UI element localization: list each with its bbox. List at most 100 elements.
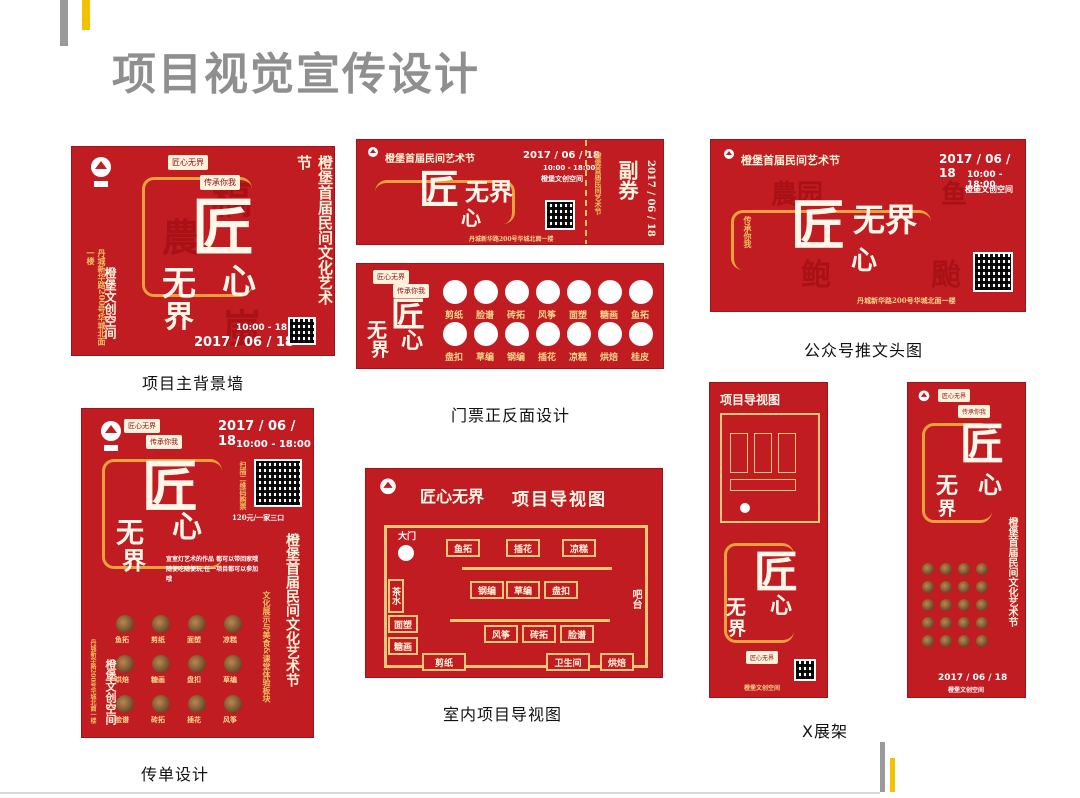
project-label: 插花 <box>187 715 201 724</box>
map-room-label: 草编 <box>506 581 540 599</box>
project-thumbnail-icon <box>940 563 952 575</box>
caption-flyer: 传单设计 <box>141 765 210 784</box>
entrance-marker-icon <box>398 545 414 561</box>
brand-glyph: 无 <box>116 516 145 549</box>
brand-glyph: 无界 <box>465 177 513 206</box>
stamp-circle <box>505 322 529 346</box>
brand-glyph: 界 <box>938 499 956 520</box>
map-room-label: 凉糕 <box>562 539 596 557</box>
project-thumbnail-icon <box>922 599 934 611</box>
project-thumbnail-icon <box>922 581 934 593</box>
brand-glyph: 界 <box>164 300 194 335</box>
project-thumbnail-icon <box>224 615 242 633</box>
project-thumbnail-icon <box>116 615 134 633</box>
map-title: 项目导视图 <box>512 490 607 510</box>
project-thumbnail-icon <box>976 617 988 629</box>
stamp-circle <box>505 280 529 304</box>
page-title: 项目视觉宣传设计 <box>112 49 480 100</box>
map-room-label: 面塑 <box>388 615 418 633</box>
brand-glyph: 心 <box>978 470 1002 499</box>
badge-label: 匠心无界 <box>168 155 208 170</box>
logo-icon <box>918 390 930 402</box>
qr-code-icon <box>794 659 816 681</box>
project-thumbnail-icon <box>958 581 970 593</box>
logo-icon <box>368 147 378 157</box>
venue-vertical-text: 橙堡文创空间 <box>103 267 117 339</box>
brand-glyph-large: 匠 <box>960 419 1004 470</box>
decorative-line <box>375 180 515 224</box>
stamp-circle <box>629 280 653 304</box>
stamp-label: 桂皮 <box>631 353 650 363</box>
badge-label: 匠心无界 <box>124 419 160 433</box>
address-text: 丹城新华路200号华城北面一楼 <box>857 296 956 305</box>
map-room-label: 烘焙 <box>600 653 634 671</box>
festival-horizontal-text: 橙堡首届民间艺术节 <box>741 154 840 167</box>
address-vertical-text: 丹城新华路200号华城北面一楼 <box>89 639 96 724</box>
venue-text: 橙堡文创空间 <box>744 685 781 692</box>
brand-glyph: 心 <box>222 262 256 302</box>
project-thumbnail-icon <box>940 599 952 611</box>
brand-glyph: 心 <box>172 510 202 545</box>
project-thumbnail-icon <box>188 655 206 673</box>
project-label: 风筝 <box>223 715 237 724</box>
logo-icon <box>380 478 396 495</box>
project-thumbnail-icon <box>922 563 934 575</box>
project-thumbnail-icon <box>922 617 934 629</box>
project-thumbnail-icon <box>958 617 970 629</box>
map-room-block <box>754 433 772 473</box>
project-thumbnail-icon <box>152 655 170 673</box>
project-label: 脸谱 <box>115 715 129 724</box>
stamp-label: 草编 <box>476 353 495 363</box>
address-vertical-text: 丹城新华路200号华城北面一楼 <box>86 249 107 346</box>
brand-glyph: 界 <box>728 619 746 640</box>
stamp-circle <box>443 322 467 346</box>
map-wall <box>462 567 612 570</box>
stamp-label: 烘焙 <box>600 353 619 363</box>
brand-wordmark: 匠心无界 <box>420 487 485 506</box>
decorative-line <box>142 177 252 297</box>
brand-glyph-large: 匠 <box>791 193 845 257</box>
project-thumbnail-icon <box>224 655 242 673</box>
stamp-label: 脸谱 <box>476 311 495 321</box>
caption-wechat: 公众号推文头图 <box>804 341 924 360</box>
decorative-line <box>724 543 794 643</box>
tagline-vertical-text: 传承你我 <box>743 216 753 248</box>
watermark-glyph: 颱 <box>931 258 961 293</box>
ticket-front: 橙堡首届民间艺术节 2017 / 06 / 18 10:00 - 18:00 橙… <box>356 139 664 245</box>
address-text: 丹城新华路200号华城北面一楼 <box>469 236 554 243</box>
map-room-label: 砖拓 <box>522 625 556 643</box>
project-label: 糖画 <box>151 675 165 684</box>
brand-glyph-large: 匠 <box>754 547 798 598</box>
stamp-label: 砖拓 <box>507 311 526 321</box>
watermark-glyph: 農园 <box>771 180 824 210</box>
stamp-label: 钢编 <box>507 353 526 363</box>
brand-glyph: 无界 <box>853 201 918 239</box>
header-accent-yellow-bar <box>82 0 90 30</box>
map-room-block <box>730 479 796 491</box>
badge-label: 匠心无界 <box>373 270 409 284</box>
project-label: 草编 <box>223 675 237 684</box>
brand-glyph: 心 <box>770 593 793 619</box>
time-text: 10:00 - 18:00 <box>543 164 596 172</box>
project-thumbnail-icon <box>152 615 170 633</box>
ticket-perforation <box>585 140 587 244</box>
map-room-label: 茶水 <box>388 579 404 613</box>
price-text: 120元/一家三口 <box>232 513 285 522</box>
stamp-circle <box>567 280 591 304</box>
flyer-body-text: 宣室灯艺术的作品 都可以带回家哦 随便吃随便玩,任一项目都可以参加哦 <box>166 556 259 583</box>
date-text: 2017 / 06 / 18 <box>194 335 294 350</box>
footer-accent-yellow-bar <box>890 758 895 792</box>
decorative-line <box>922 423 992 523</box>
festival-vertical-text: 橙堡首届民间文化艺术节 <box>295 155 334 305</box>
map-room-label: 钢编 <box>470 581 504 599</box>
project-label: 面塑 <box>187 635 201 644</box>
qr-code-icon <box>254 459 302 507</box>
logo-icon <box>91 157 111 187</box>
qr-code-icon <box>545 200 575 230</box>
flyer-subtitle-text: 文化展示与美食&课堂体验板块 <box>262 591 272 703</box>
poster-main-wall: 稿 農 嵐 匠心无界 传承你我 匠 无 心 界 橙堡首届民间文化艺术节 丹城新华… <box>71 146 335 356</box>
entrance-label: 大门 <box>398 532 417 542</box>
qr-code-icon <box>288 317 316 345</box>
map-room-label: 插花 <box>506 539 540 557</box>
time-text: 10:00 - 18:00 <box>967 170 1003 190</box>
